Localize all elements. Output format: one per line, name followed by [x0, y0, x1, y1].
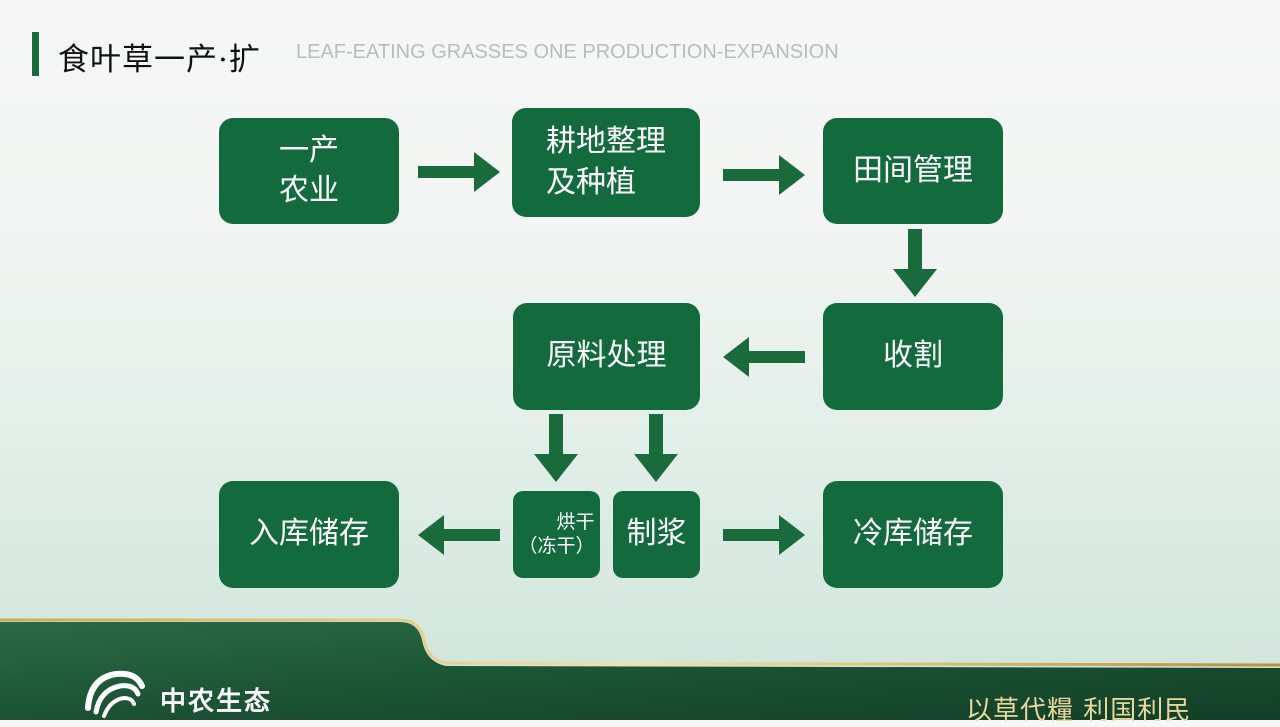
- node-agriculture-line2: 农业: [279, 173, 339, 208]
- node-warehouse-storage-label: 入库储存: [249, 516, 369, 552]
- slogan: 以草代糧 利国利民: [966, 696, 1192, 726]
- node-pulping: 制浆: [613, 491, 700, 578]
- node-drying-line2: （冻干）: [518, 534, 595, 557]
- footer-band: [0, 610, 1280, 720]
- page-subtitle: LEAF-EATING GRASSES ONE PRODUCTION-EXPAN…: [296, 41, 839, 63]
- arrow-left-1: [723, 337, 805, 377]
- arrow-right-2: [723, 155, 805, 195]
- node-raw-processing: 原料处理: [513, 303, 700, 410]
- node-cold-storage-label: 冷库储存: [853, 516, 973, 552]
- node-pulping-label: 制浆: [626, 516, 687, 552]
- node-agriculture-line1: 一产: [279, 132, 339, 168]
- title-accent-bar: [32, 32, 39, 76]
- node-tillage-line1: 耕地整理: [546, 124, 666, 159]
- arrow-down-2: [534, 414, 578, 482]
- node-tillage: 耕地整理 及种植: [512, 108, 700, 217]
- node-cold-storage: 冷库储存: [823, 481, 1003, 588]
- page-title: 食叶草一产·扩: [58, 42, 261, 78]
- node-agriculture: 一产 农业: [219, 118, 399, 224]
- node-warehouse-storage: 入库储存: [219, 481, 399, 588]
- arrow-down-1: [893, 229, 937, 297]
- arrow-right-1: [418, 152, 500, 192]
- brand-logo-icon: [82, 668, 146, 724]
- node-field-management-label: 田间管理: [853, 152, 973, 188]
- arrow-left-2: [418, 515, 500, 555]
- node-harvest: 收割: [823, 303, 1003, 410]
- node-raw-processing-label: 原料处理: [546, 338, 667, 374]
- node-drying-line1: 烘干: [556, 510, 595, 533]
- brand-name: 中农生态: [160, 687, 273, 717]
- node-tillage-line2: 及种植: [546, 164, 636, 200]
- arrow-right-3: [723, 515, 805, 555]
- node-field-management: 田间管理: [823, 118, 1003, 224]
- node-drying: 烘干 （冻干）: [513, 491, 600, 578]
- node-harvest-label: 收割: [883, 338, 943, 374]
- arrow-down-3: [634, 414, 678, 482]
